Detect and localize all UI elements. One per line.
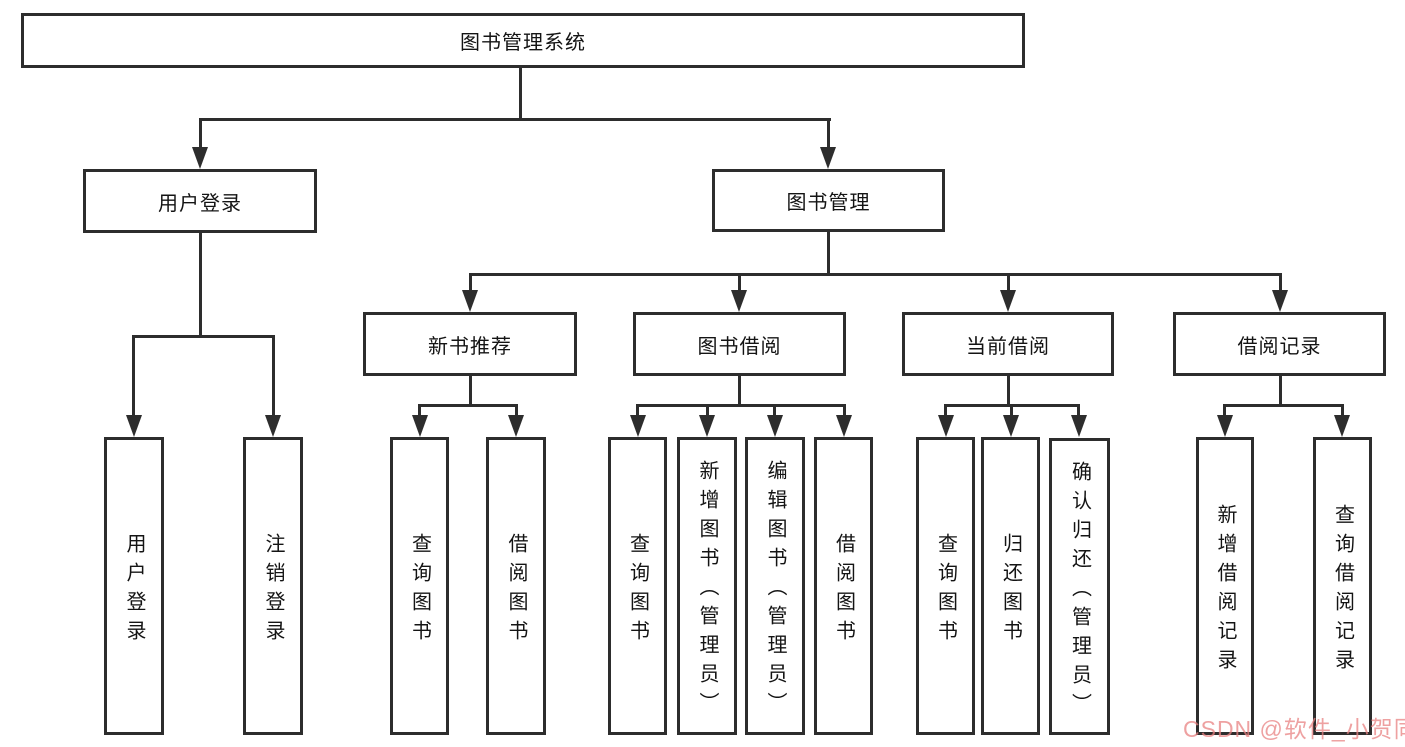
node-label: 用户登录: [158, 192, 242, 215]
connector-drop-br-add: [1223, 404, 1226, 417]
node-label: 新增借阅记录: [1214, 503, 1236, 678]
connector-drop-user-login: [199, 118, 202, 149]
node-leaf-query-borrow-record: 查询借阅记录: [1313, 437, 1372, 735]
connector-borrow-record-branch: [1223, 404, 1343, 407]
node-user-login: 用户登录: [83, 169, 317, 233]
node-label: 查询图书: [408, 532, 431, 649]
node-label: 注销登录: [262, 532, 284, 649]
node-label: 新增图书（管理员）: [696, 460, 718, 721]
node-leaf-user-login: 用户登录: [104, 437, 164, 735]
connector-borrow-record-stem: [1279, 376, 1282, 407]
arrowhead-br-query: [1334, 415, 1350, 437]
node-leaf-query-books-current: 查询图书: [916, 437, 975, 735]
connector-drop-nb-query: [418, 404, 421, 417]
arrowhead-book-borrow: [731, 290, 747, 312]
arrowhead-nb-query: [412, 415, 428, 437]
arrowhead-borrow-record: [1272, 290, 1288, 312]
node-leaf-add-borrow-record: 新增借阅记录: [1196, 437, 1254, 735]
connector-book-borrow-branch: [636, 404, 846, 407]
node-leaf-add-books-admin: 新增图书（管理员）: [677, 437, 737, 735]
node-leaf-return-books: 归还图书: [981, 437, 1040, 735]
node-label: 查询借阅记录: [1331, 503, 1354, 678]
arrowhead-bb-edit: [767, 415, 783, 437]
node-label: 编辑图书（管理员）: [764, 460, 786, 721]
arrowhead-user-login: [192, 147, 208, 169]
connector-drop-new-book: [469, 273, 472, 292]
node-label: 当前借阅: [966, 335, 1050, 358]
node-book-borrowing: 图书借阅: [633, 312, 846, 376]
arrowhead-nb-borrow: [508, 415, 524, 437]
arrowhead-new-book: [462, 290, 478, 312]
connector-root-stem: [519, 68, 522, 118]
connector-book-borrow-stem: [738, 376, 741, 407]
node-new-book-recommend: 新书推荐: [363, 312, 577, 376]
csdn-watermark: CSDN @软件_小贺同学: [1183, 716, 1405, 742]
connector-drop-borrow-record: [1279, 273, 1282, 292]
node-label: 借阅图书: [505, 532, 527, 649]
connector-drop-bb-edit: [773, 404, 776, 417]
connector-drop-book-borrow: [738, 273, 741, 292]
node-label: 确认归还（管理员）: [1068, 460, 1091, 722]
node-leaf-logout: 注销登录: [243, 437, 303, 735]
connector-user-login-stem: [199, 233, 202, 335]
node-label: 图书管理系统: [460, 32, 586, 54]
node-library-management-system: 图书管理系统: [21, 13, 1025, 68]
node-leaf-query-books-borrowing: 查询图书: [608, 437, 667, 735]
connector-drop-nb-borrow: [515, 404, 518, 417]
node-book-management: 图书管理: [712, 169, 945, 232]
arrowhead-leaf-user-login: [126, 415, 142, 437]
node-leaf-borrow-books: 借阅图书: [814, 437, 873, 735]
connector-current-borrow-stem: [1007, 376, 1010, 407]
node-label: 查询图书: [934, 532, 957, 649]
node-label: 归还图书: [999, 532, 1022, 649]
connector-drop-bb-add: [706, 404, 709, 417]
connector-drop-cb-confirm: [1077, 404, 1080, 417]
node-label: 图书借阅: [697, 335, 782, 358]
node-label: 图书管理: [786, 192, 871, 214]
connector-root-branch: [199, 118, 831, 121]
node-leaf-borrow-books-recommend: 借阅图书: [486, 437, 546, 735]
node-leaf-query-books-recommend: 查询图书: [390, 437, 449, 735]
connector-drop-book-mgmt: [827, 118, 830, 149]
connector-drop-bb-query: [636, 404, 639, 417]
connector-book-mgmt-stem: [827, 232, 830, 273]
arrowhead-leaf-logout: [265, 415, 281, 437]
connector-new-book-branch: [418, 404, 518, 407]
arrowhead-bb-add: [699, 415, 715, 437]
arrowhead-br-add: [1217, 415, 1233, 437]
node-label: 查询图书: [626, 532, 649, 649]
connector-drop-bb-borrow: [843, 404, 846, 417]
node-label: 新书推荐: [428, 335, 512, 358]
connector-book-mgmt-branch: [469, 273, 1282, 276]
connector-user-login-branch: [132, 335, 275, 338]
arrowhead-book-mgmt: [820, 147, 836, 169]
connector-drop-br-query: [1341, 404, 1344, 417]
arrowhead-current-borrow: [1000, 290, 1016, 312]
node-label: 用户登录: [123, 532, 145, 649]
connector-drop-leaf-logout: [272, 335, 275, 417]
connector-drop-current-borrow: [1007, 273, 1010, 292]
connector-drop-cb-return: [1010, 404, 1013, 417]
arrowhead-cb-return: [1003, 415, 1019, 437]
connector-new-book-stem: [469, 376, 472, 407]
arrowhead-bb-borrow: [836, 415, 852, 437]
connector-drop-leaf-user-login: [132, 335, 135, 417]
arrowhead-cb-query: [938, 415, 954, 437]
arrowhead-cb-confirm: [1071, 415, 1087, 437]
node-current-borrowing: 当前借阅: [902, 312, 1114, 376]
node-label: 借阅图书: [832, 532, 855, 649]
node-label: 借阅记录: [1237, 335, 1322, 358]
node-leaf-edit-books-admin: 编辑图书（管理员）: [745, 437, 805, 735]
node-borrowing-records: 借阅记录: [1173, 312, 1386, 376]
node-leaf-confirm-return-admin: 确认归还（管理员）: [1049, 438, 1110, 735]
connector-drop-cb-query: [944, 404, 947, 417]
arrowhead-bb-query: [630, 415, 646, 437]
